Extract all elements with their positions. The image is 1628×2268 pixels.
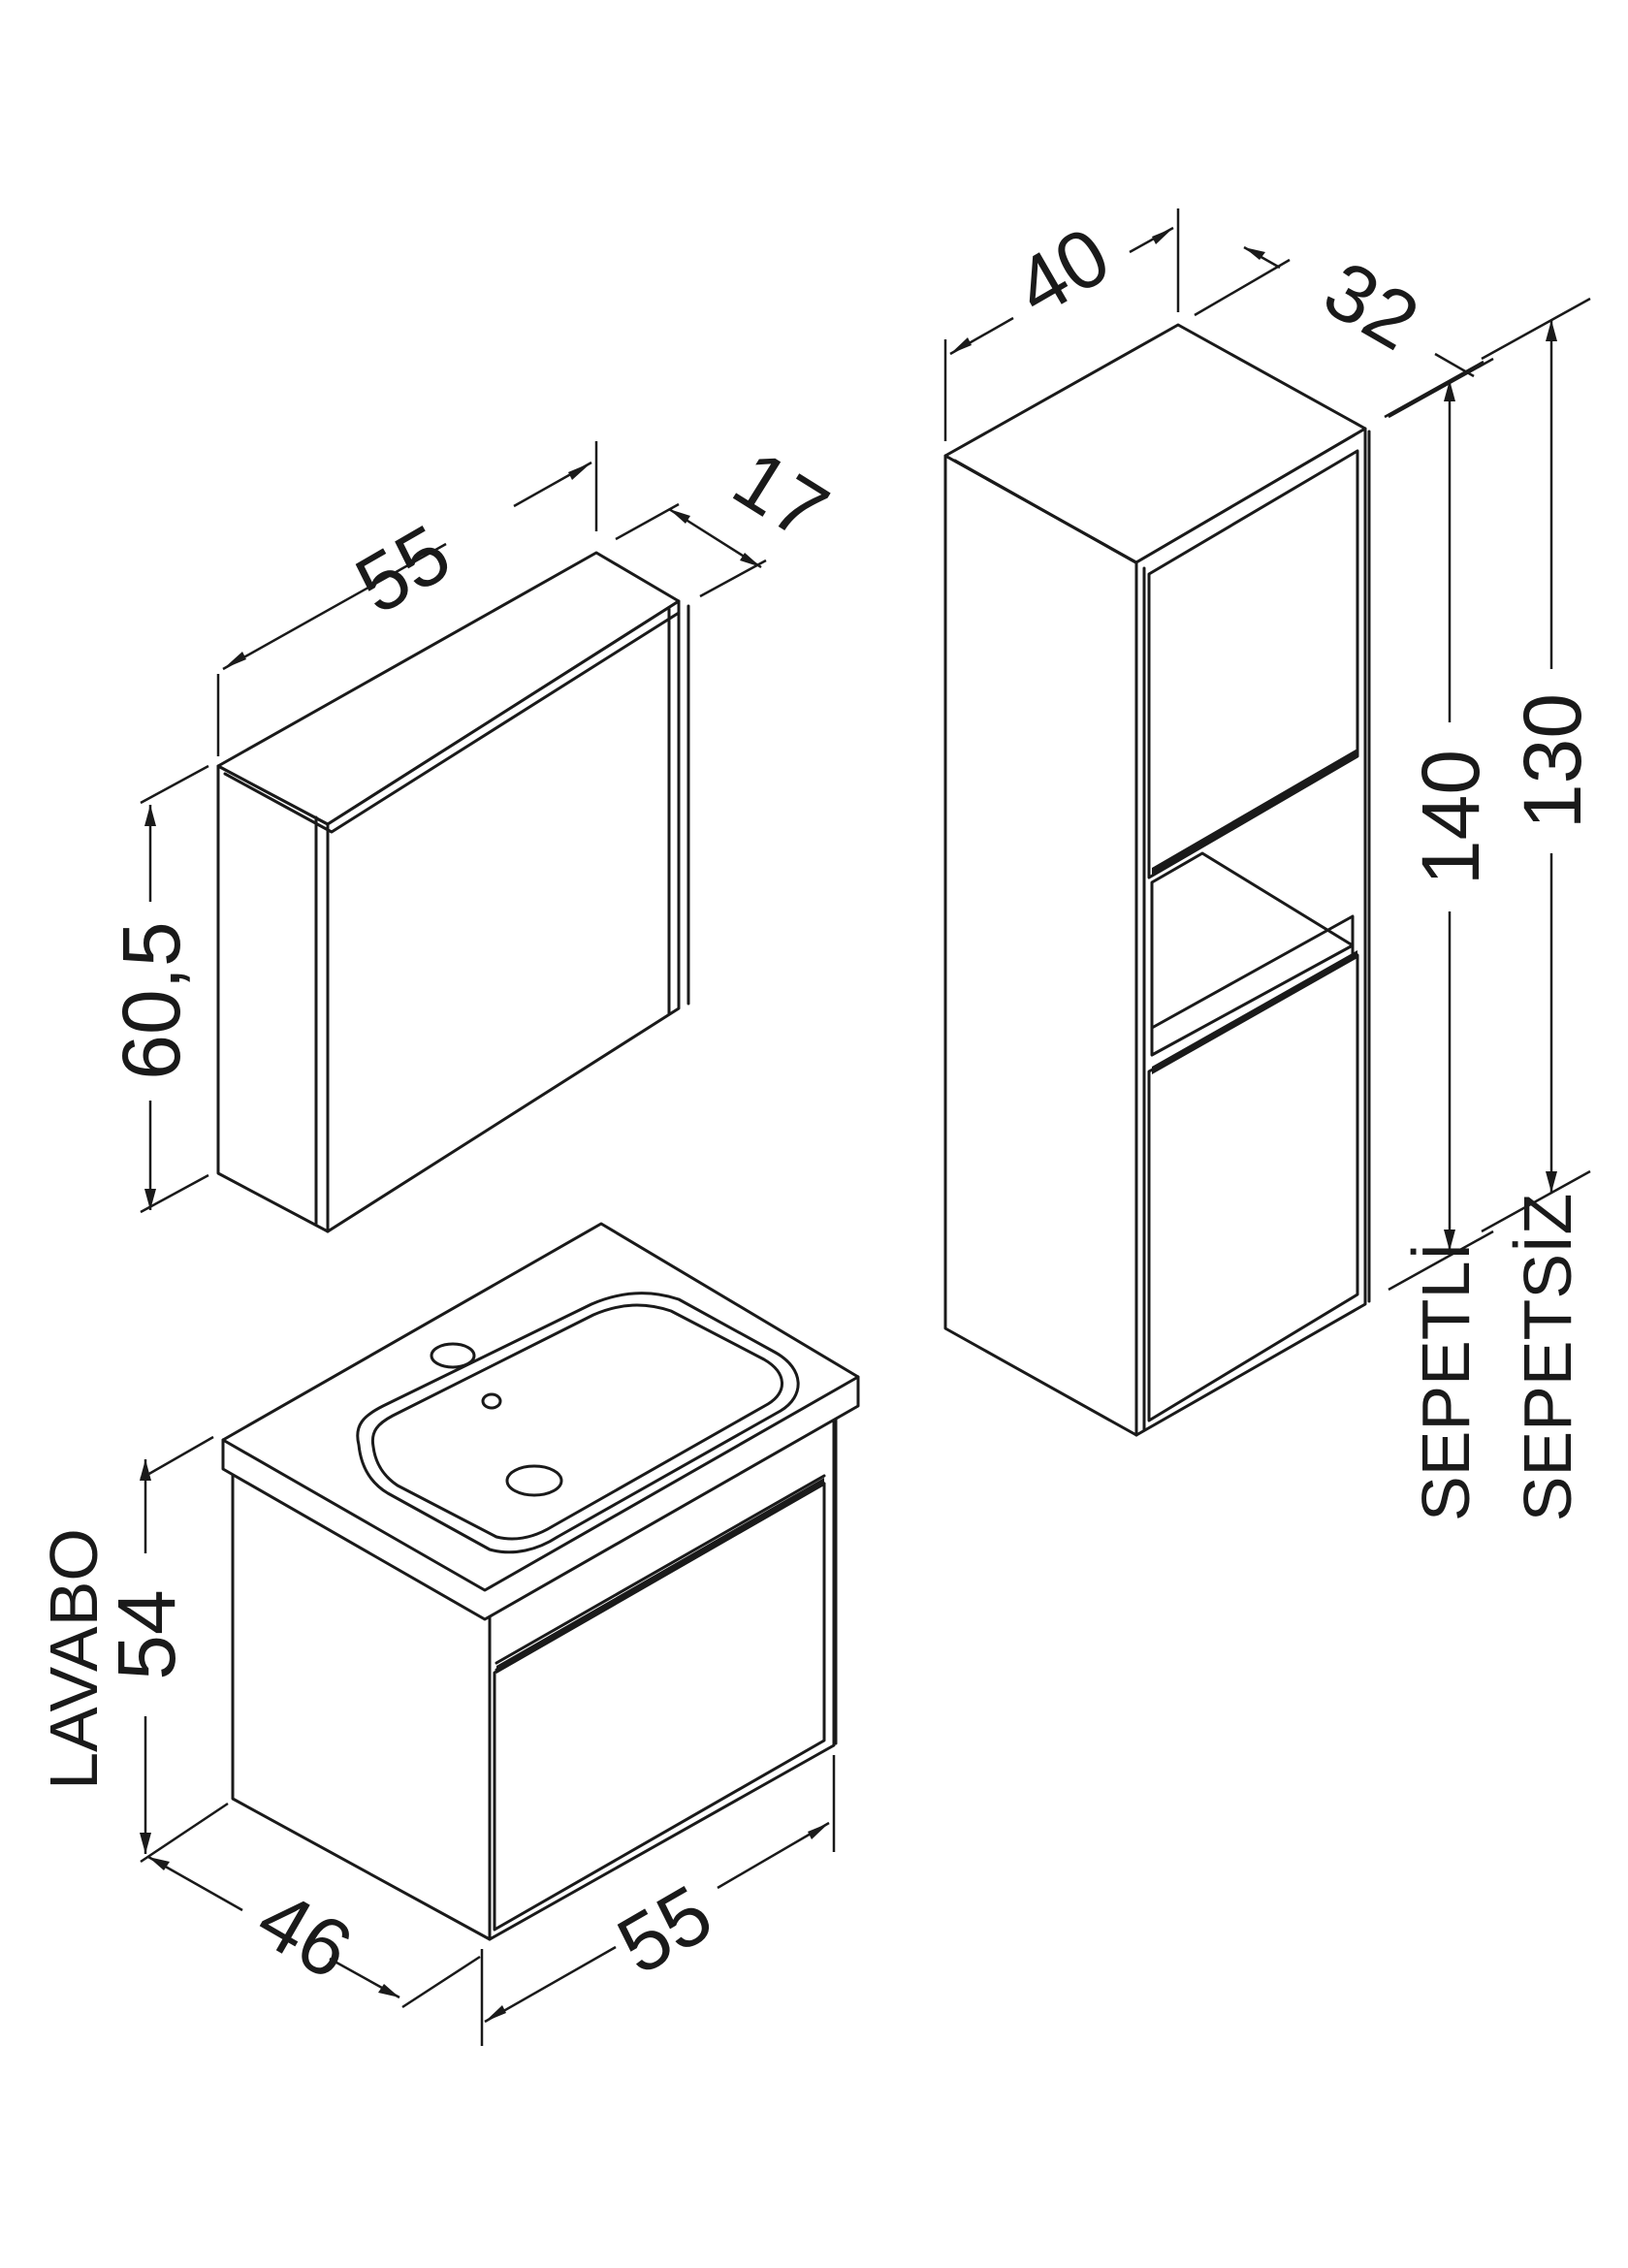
sink-basin [356,1292,800,1554]
vanity-height-label: 54 [101,1589,192,1679]
no-basket-label: SEPETSİZ [1510,1194,1585,1521]
tall-height-no-basket-dimension: 130 SEPETSİZ [1481,297,1598,1521]
tall-cabinet [943,323,1371,1437]
vanity-label: LAVABO [36,1528,112,1790]
tall-height-no-basket-label: 130 [1507,693,1598,829]
tall-height-basket-label: 140 [1405,750,1496,885]
mirror-width-label: 55 [341,507,465,631]
vanity-depth-label: 46 [243,1872,367,1996]
mirror-depth-dimension: 17 [615,432,844,598]
drawer-handle [496,1478,824,1674]
tall-depth-label: 32 [1310,243,1434,367]
vanity-height-dimension: 54 LAVABO [36,1435,214,1854]
tall-height-basket-dimension: 140 SEPETLİ [1388,357,1496,1521]
tall-cabinet-side [943,454,1138,1437]
lower-door-handle [1152,950,1357,1074]
mirror-cabinet-side [216,764,330,1233]
vanity-width-label: 55 [603,1868,727,1992]
mirror-cabinet [216,551,690,1233]
overflow-hole [481,1392,502,1410]
tall-width-label: 40 [1001,209,1125,334]
vanity-cabinet [221,1222,860,1941]
mirror-height-label: 60,5 [106,921,197,1080]
faucet-hole [430,1342,476,1369]
basket-label: SEPETLİ [1408,1242,1484,1521]
mirror-cabinet-door [326,599,681,1233]
mirror-depth-label: 17 [718,432,844,558]
mirror-height-dimension: 60,5 [106,764,209,1214]
drain-hole [505,1464,563,1497]
upper-door-handle [1152,749,1357,876]
